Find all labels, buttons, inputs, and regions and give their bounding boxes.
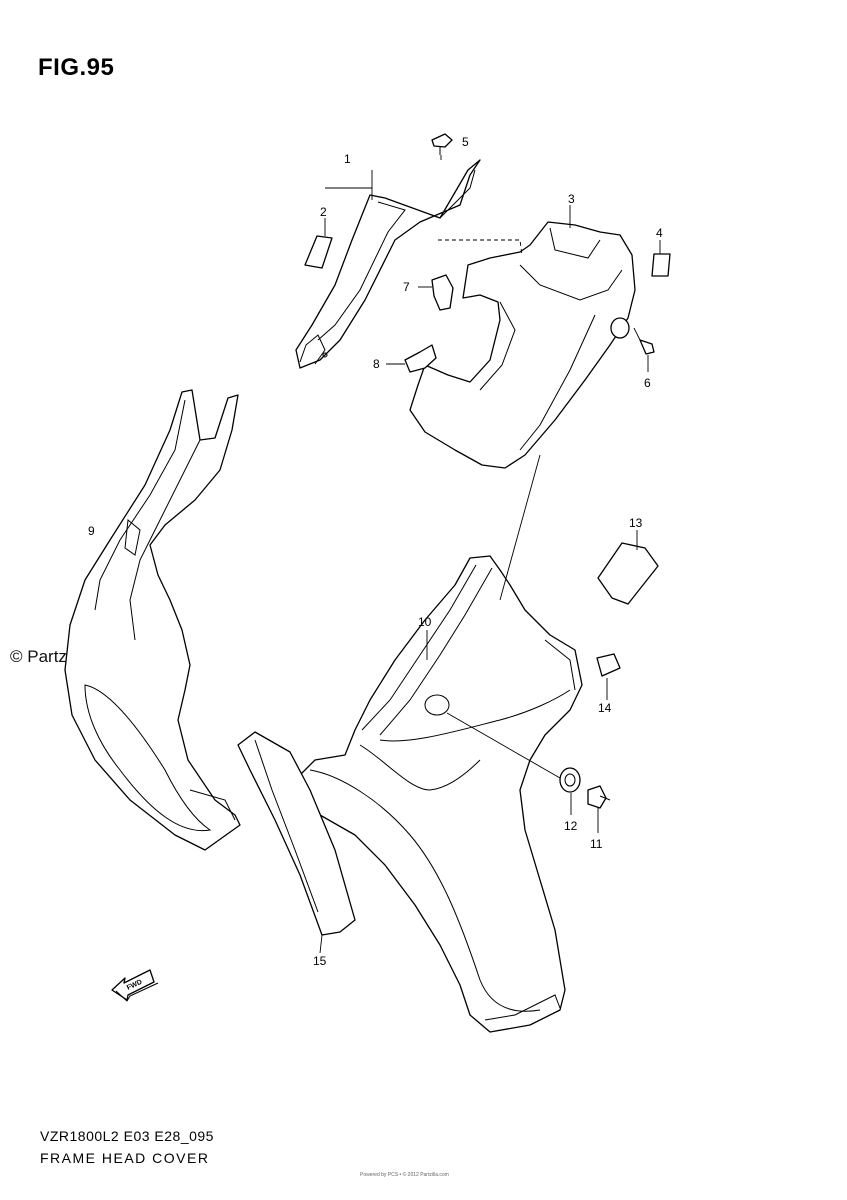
callout-13: 13 [629,516,643,530]
callout-5: 5 [462,135,469,149]
model-code-label: VZR1800L2 E03 E28_095 [40,1128,214,1144]
callout-14: 14 [598,701,612,715]
part-14-pad[interactable] [596,653,621,677]
callout-labels: 1 2 3 4 5 6 7 8 9 10 11 12 13 14 15 [88,135,663,968]
callout-1: 1 [344,152,351,166]
part-12-grommet[interactable] [559,767,581,793]
part-13-pad[interactable] [597,542,659,605]
callout-10: 10 [418,615,432,629]
part-3-head-cover[interactable] [409,221,636,469]
part-6-screw[interactable] [610,317,655,355]
callout-4: 4 [656,226,663,240]
callout-6: 6 [644,376,651,390]
callout-8: 8 [373,357,380,371]
part-15-pad-strip[interactable] [237,731,356,936]
callout-15: 15 [313,954,327,968]
part-5-clip[interactable] [431,133,453,155]
leader-lines [319,155,661,954]
section-name-label: FRAME HEAD COVER [40,1150,210,1166]
callout-7: 7 [403,280,410,294]
forward-arrow-icon: FWD [111,969,159,1002]
part-11-screw[interactable] [587,785,611,809]
part-7-bracket[interactable] [431,274,454,311]
footer-note: Powered by PCS • © 2012 Partzilla.com [360,1172,449,1178]
callout-12: 12 [564,819,578,833]
callout-3: 3 [568,192,575,206]
callout-2: 2 [320,205,327,219]
callout-11: 11 [590,837,603,851]
part-10-main-cover[interactable] [294,555,583,1033]
callout-9: 9 [88,524,95,538]
part-1-upper-cover[interactable] [295,159,481,369]
part-4-pad[interactable] [651,253,671,277]
part-8-bracket[interactable] [404,344,437,373]
part-9-left-cover[interactable] [64,389,241,851]
figure-title: FIG.95 [38,54,115,81]
part-2-pad[interactable] [304,235,333,269]
